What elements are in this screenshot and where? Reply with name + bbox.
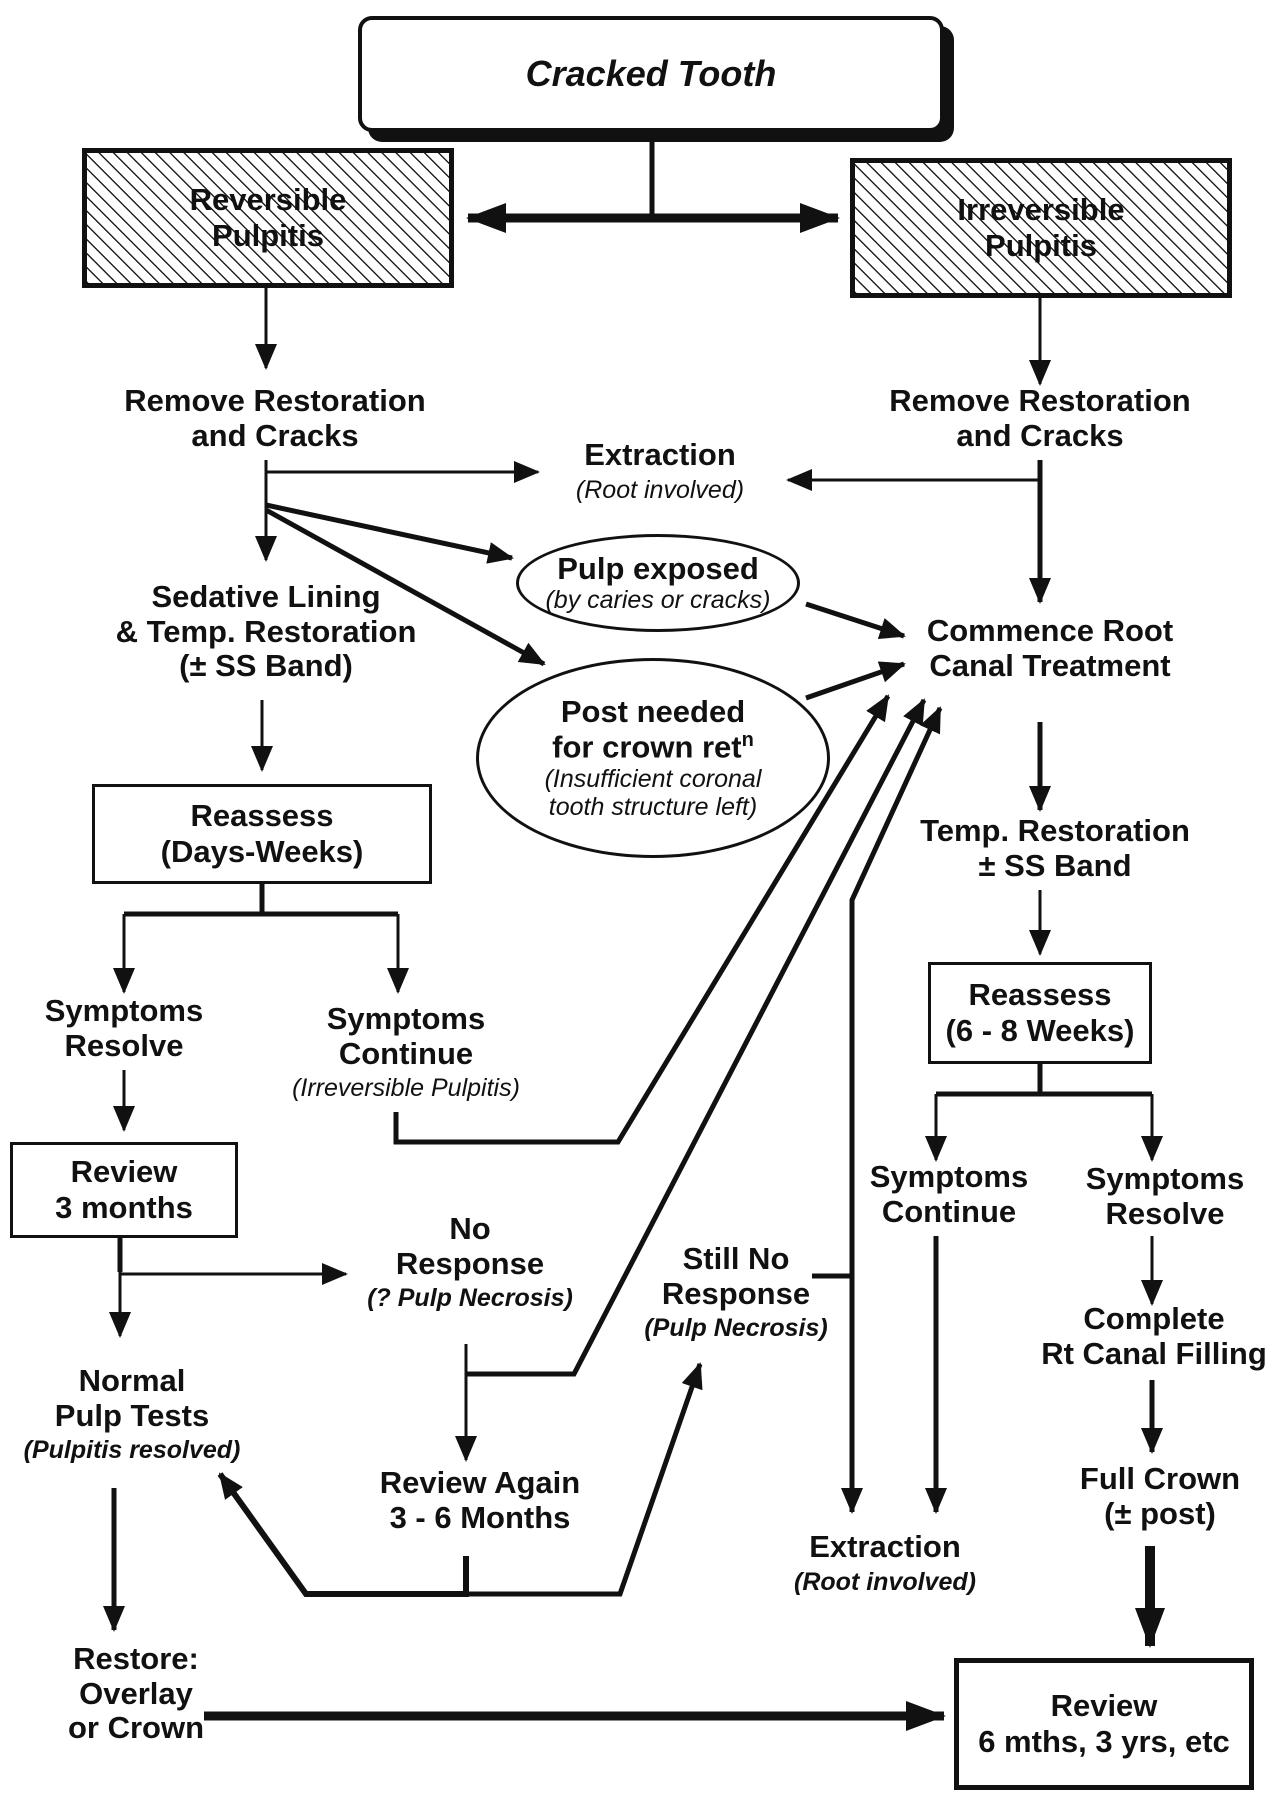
arrow-still-no-to-rct — [812, 706, 943, 1279]
arrow-no-response-to-rct — [466, 698, 927, 1377]
arrow-to-post-needed — [264, 507, 546, 667]
left-reassess-box: Reassess(Days-Weeks) — [92, 784, 432, 884]
page-title: Cracked Tooth — [525, 53, 777, 95]
line-reassess-split — [124, 884, 398, 917]
reversible-pulpitis-box: Reversible Pulpitis — [82, 148, 454, 288]
line-right-reassess-split — [936, 1064, 1152, 1097]
post-needed-ellipse: Post needed for crown retn (Insufficient… — [476, 658, 830, 858]
temp-restoration: Temp. Restoration± SS Band — [920, 813, 1190, 883]
irreversible-pulpitis-box: Irreversible Pulpitis — [850, 158, 1232, 298]
arrow-pulp-exposed-to-rct — [805, 601, 906, 640]
arrow-post-needed-to-rct — [805, 661, 906, 701]
title-box: Cracked Tooth — [358, 16, 944, 132]
pulp-exposed-ellipse: Pulp exposed (by caries or cracks) — [516, 534, 800, 632]
right-reassess-box: Reassess(6 - 8 Weeks) — [928, 962, 1152, 1064]
extraction-bottom: Extraction (Root involved) — [794, 1529, 976, 1596]
extraction-top: Extraction (Root involved) — [575, 437, 745, 504]
arrow-review-again-to-normal — [217, 1472, 469, 1597]
full-crown: Full Crown(± post) — [1079, 1461, 1241, 1531]
arrow-review-again-to-still-no — [466, 1362, 703, 1597]
arrow-sym-continue-to-rct — [393, 694, 891, 1145]
sedative-lining: Sedative Lining& Temp. Restoration(± SS … — [115, 579, 417, 684]
arrow-to-pulp-exposed — [265, 502, 514, 564]
